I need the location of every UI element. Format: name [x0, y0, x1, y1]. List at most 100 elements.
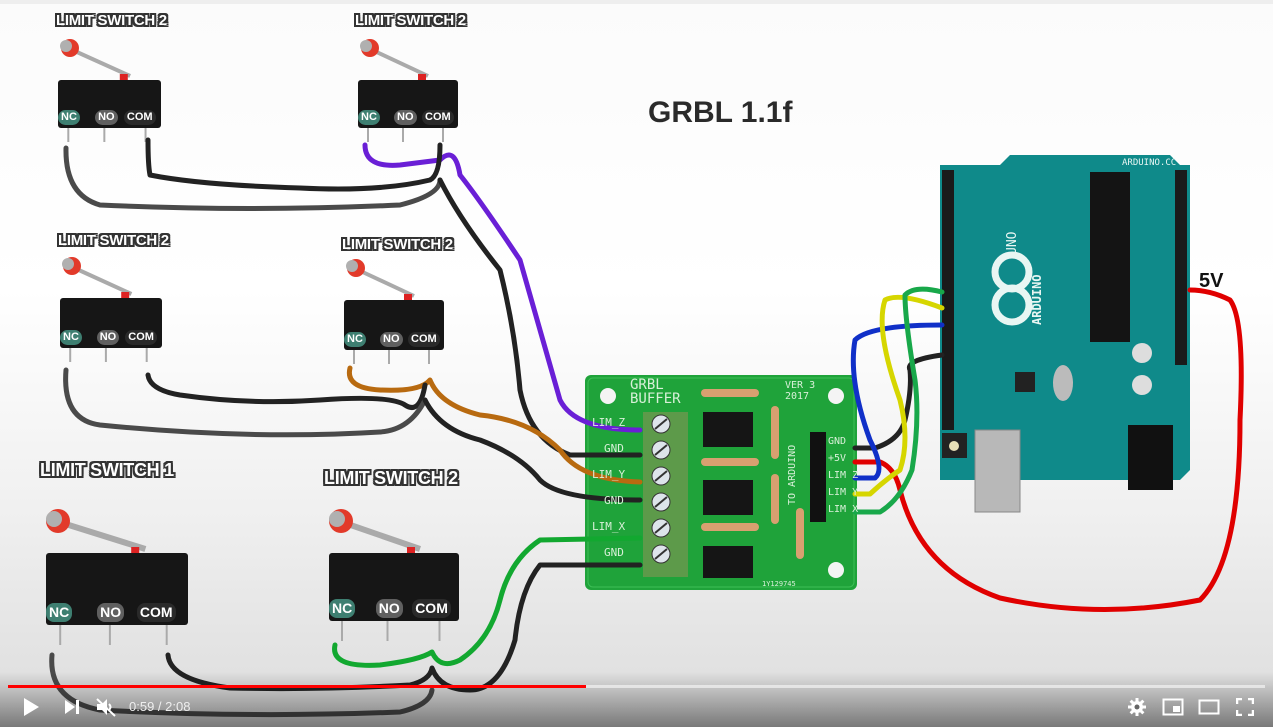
wire-gnd-grey [49, 652, 435, 718]
limit-switch-label: LIMIT SWITCH 2 [58, 232, 169, 249]
pin-label-com: COM [412, 599, 451, 618]
board-version: VER 3 2017 [785, 380, 815, 402]
limit-switch-body [46, 509, 188, 645]
version-line2: 2017 [785, 391, 810, 402]
wire-gnd-grey [63, 145, 443, 211]
header-pin-label: LIM Z [828, 470, 859, 481]
usb-b-port [974, 429, 1021, 513]
time-display: 0:59 / 2:08 [129, 699, 190, 714]
wire-lim-x [332, 535, 643, 668]
optocoupler-chip [703, 480, 753, 515]
mute-button[interactable] [93, 694, 119, 720]
limit-switch-label: LIMIT SWITCH 1 [40, 460, 174, 480]
play-icon [24, 698, 39, 716]
to-arduino-label: TO ARDUINO [787, 444, 798, 505]
limit-switch-body [58, 39, 161, 142]
duration: 2:08 [165, 699, 191, 714]
terminal-label: LIM_Y [592, 468, 626, 481]
wire-gnd [852, 352, 945, 451]
pin-label-no: NO [97, 603, 125, 622]
miniplayer-icon [1162, 698, 1184, 716]
dc-jack [1128, 425, 1173, 490]
board-name: GRBL BUFFER [630, 378, 681, 406]
limit-switch-label: LIMIT SWITCH 2 [56, 12, 167, 29]
board-serial: 1Y129745 [762, 580, 796, 588]
arduino-model: UNO [1005, 231, 1020, 255]
usb-chip [1015, 372, 1035, 392]
arduino-brand: ARDUINO [1030, 274, 1044, 325]
wire-gnd-grey [63, 367, 428, 438]
pin-label-com: COM [125, 330, 157, 345]
time-separator: / [154, 699, 166, 714]
wire-gnd [422, 397, 643, 503]
pin-label-com: COM [408, 332, 440, 347]
limit-switch-body [358, 39, 458, 142]
grbl-buffer-board [585, 375, 857, 590]
wire-lim-z [362, 142, 643, 433]
arduino-site: ARDUINO.CC [1122, 158, 1177, 168]
pin-label-com: COM [136, 603, 176, 622]
terminal-label: GND [604, 442, 624, 455]
limit-switch-label: LIMIT SWITCH 2 [324, 468, 458, 488]
limit-switch-body [344, 259, 444, 364]
pin-label-no: NO [375, 599, 403, 618]
board-name-line1: GRBL [630, 377, 664, 393]
header-pin-label: +5V [828, 453, 847, 464]
terminal-label: LIM_Z [592, 416, 626, 429]
arduino-logo-right [991, 251, 1033, 293]
player-controls [0, 672, 1273, 727]
limit-switch-body [60, 257, 162, 362]
optocoupler-chip [703, 412, 753, 447]
wire-ard-green [852, 286, 945, 515]
settings-button[interactable] [1125, 694, 1149, 720]
analog-power-header [1175, 170, 1187, 365]
pin-label-nc: NC [60, 330, 82, 345]
optocoupler-chip [703, 546, 753, 578]
theater-mode-icon [1198, 699, 1220, 715]
pin-label-no: NO [394, 110, 417, 125]
pin-label-nc: NC [344, 332, 366, 347]
header-pin-label: LIM Y [828, 487, 859, 498]
atmega-chip [1090, 172, 1130, 342]
arduino-uno-board [940, 155, 1190, 513]
wire-gnd [165, 562, 643, 693]
pin-label-nc: NC [358, 110, 380, 125]
capacitor [1132, 343, 1152, 363]
5v-label: 5V [1199, 270, 1224, 292]
header-pin-label: GND [828, 436, 847, 447]
capacitor [1132, 375, 1152, 395]
gear-icon [1128, 698, 1146, 716]
crystal [1053, 365, 1073, 401]
wire-ard-yellow [852, 294, 945, 497]
video-title-overlay: GRBL 1.1f [648, 96, 793, 129]
pin-label-com: COM [422, 110, 454, 125]
progress-bar[interactable] [8, 685, 1265, 688]
pin-label-com: COM [123, 110, 156, 125]
terminal-label: LIM_X [592, 520, 626, 533]
next-icon [65, 700, 79, 714]
arduino-header-pins [810, 432, 826, 522]
pin-label-nc: NC [329, 599, 356, 618]
muted-volume-icon [96, 698, 116, 717]
wire-gnd [145, 372, 428, 410]
limit-switch-label: LIMIT SWITCH 2 [342, 236, 453, 253]
reset-button-cap [949, 441, 959, 451]
mount-hole [828, 388, 844, 404]
limit-switch-label: LIMIT SWITCH 2 [355, 12, 466, 29]
pin-label-no: NO [380, 332, 403, 347]
play-button[interactable] [18, 694, 44, 720]
terminal-label: GND [604, 546, 624, 559]
miniplayer-button[interactable] [1160, 694, 1186, 720]
pin-label-nc: NC [58, 110, 80, 125]
progress-played [8, 685, 587, 688]
version-line1: VER 3 [785, 380, 816, 391]
next-button[interactable] [60, 694, 84, 720]
fullscreen-icon [1236, 698, 1254, 716]
limit-switch-body [329, 509, 459, 641]
theater-mode-button[interactable] [1196, 694, 1222, 720]
digital-header [942, 170, 954, 430]
wire-lim-y [346, 365, 643, 485]
fullscreen-button[interactable] [1233, 694, 1257, 720]
